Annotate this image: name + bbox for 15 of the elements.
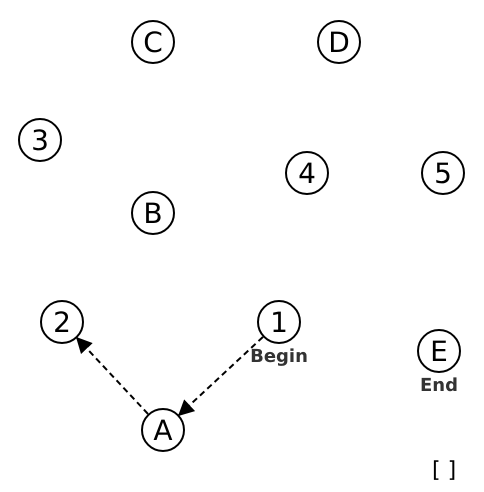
circled-mark: D [317, 20, 361, 64]
circled-mark: 2 [40, 300, 84, 344]
circled-mark: E [417, 329, 461, 373]
circled-mark: A [141, 408, 185, 452]
node-caption: End [420, 375, 458, 396]
circled-mark: C [131, 20, 175, 64]
node-caption: Begin [250, 346, 308, 367]
dashed-arrow [178, 336, 264, 416]
score-bracket: [ ] [432, 458, 456, 483]
dashed-arrow [76, 336, 149, 415]
circled-mark: 1 [257, 300, 301, 344]
circled-mark: 5 [421, 151, 465, 195]
circled-mark: 3 [18, 118, 62, 162]
circled-mark: B [131, 191, 175, 235]
circled-mark: 4 [285, 151, 329, 195]
